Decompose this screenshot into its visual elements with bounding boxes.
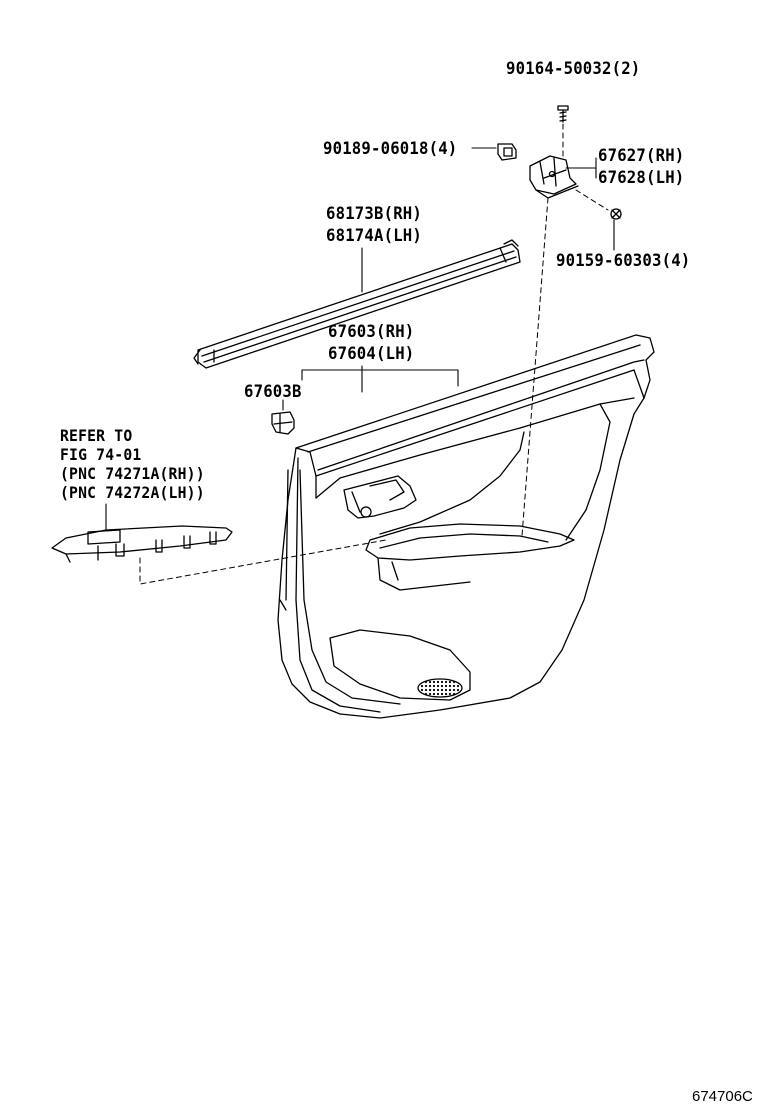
clip-90189 (497, 143, 517, 161)
label-90164: 90164-50032(2) (506, 59, 641, 79)
speaker-grille (417, 678, 463, 698)
screw-90159 (610, 208, 622, 220)
door-handle (343, 475, 417, 519)
label-68174a: 68174A(LH) (326, 226, 423, 246)
leader-lines (105, 147, 615, 531)
door-trim-board (277, 334, 655, 719)
dashed-lines (139, 123, 609, 585)
clip-67603b (271, 411, 295, 435)
label-67604: 67604(LH) (328, 344, 415, 364)
switch-base (51, 525, 233, 563)
bracket-67627 (529, 155, 579, 199)
screw-90164 (557, 105, 569, 123)
label-67627: 67627(RH) (598, 146, 685, 166)
ref-line-2: FIG 74-01 (60, 445, 142, 464)
ref-line-4: (PNC 74272A(LH)) (60, 483, 205, 502)
label-67628: 67628(LH) (598, 168, 685, 188)
figure-code: 674706C (692, 1088, 753, 1105)
label-90189: 90189-06018(4) (323, 139, 458, 159)
label-68173b: 68173B(RH) (326, 204, 423, 224)
label-67603b: 67603B (244, 382, 302, 402)
ref-line-3: (PNC 74271A(RH)) (60, 464, 205, 483)
door-weatherstrip (193, 239, 521, 369)
ref-line-1: REFER TO (60, 426, 133, 445)
label-90159: 90159-60303(4) (556, 251, 691, 271)
label-67603: 67603(RH) (328, 322, 415, 342)
